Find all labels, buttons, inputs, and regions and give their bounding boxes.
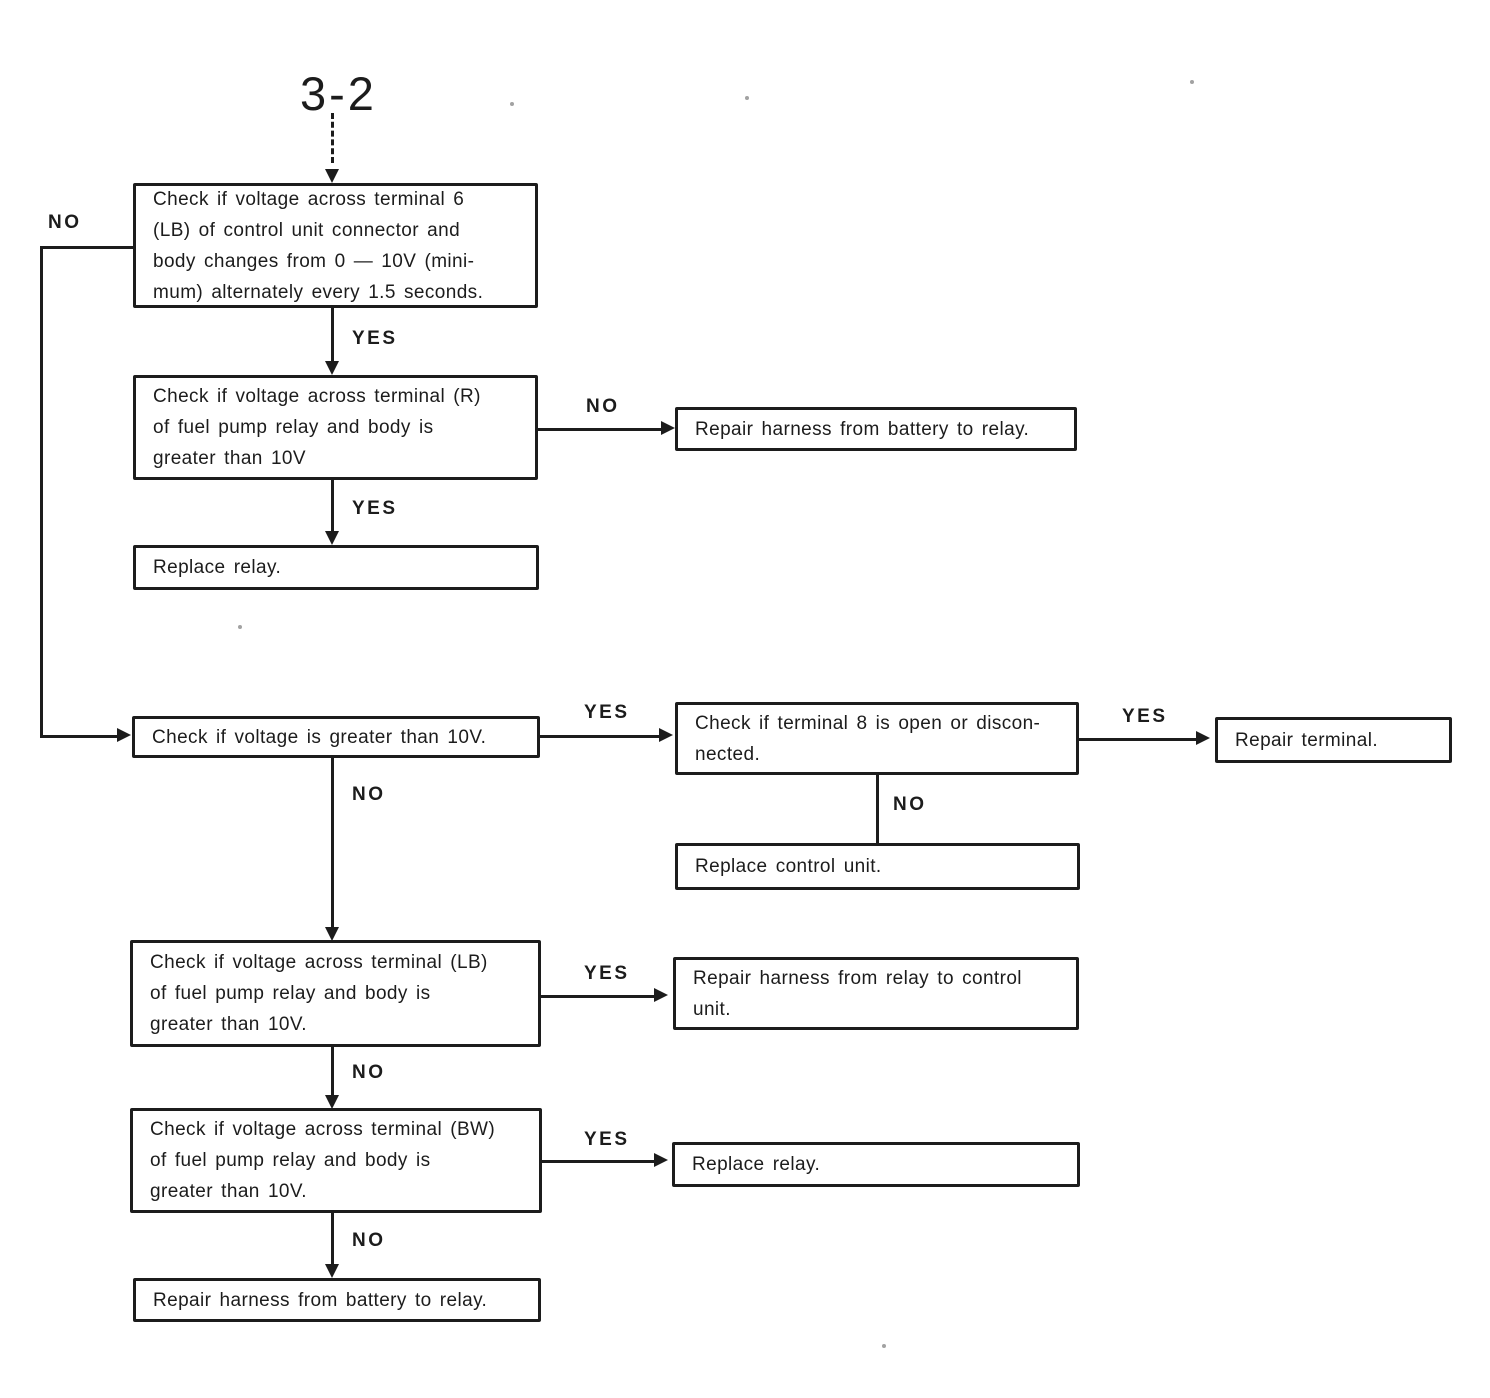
node-text: Check if voltage across terminal (R) of …	[153, 386, 481, 469]
arrowhead-right	[117, 728, 131, 742]
edge-label-yes: YES	[584, 702, 630, 723]
scan-speckle	[745, 96, 749, 100]
node-text: Replace relay.	[153, 557, 282, 578]
node-text: Check if voltage across terminal (LB) of…	[150, 952, 488, 1035]
node-replace-control-unit: Replace control unit.	[675, 843, 1080, 890]
scan-speckle	[238, 625, 242, 629]
node-text: Check if terminal 8 is open or discon- n…	[695, 712, 1041, 765]
connector-line	[538, 428, 661, 431]
arrowhead-down	[325, 169, 339, 183]
scan-speckle	[510, 102, 514, 106]
connector-line	[541, 995, 655, 998]
connector-line	[542, 1160, 655, 1163]
node-check-terminal-r-voltage: Check if voltage across terminal (R) of …	[133, 375, 538, 480]
node-check-terminal8-open: Check if terminal 8 is open or discon- n…	[675, 702, 1079, 775]
edge-label-yes: YES	[584, 1129, 630, 1150]
connector-line	[40, 246, 43, 738]
scan-speckle	[882, 1344, 886, 1348]
node-check-terminal-bw-voltage: Check if voltage across terminal (BW) of…	[130, 1108, 542, 1213]
node-check-terminal-lb-voltage: Check if voltage across terminal (LB) of…	[130, 940, 541, 1047]
connector-line	[331, 1213, 334, 1265]
node-text: Repair harness from battery to relay.	[695, 418, 1030, 440]
node-replace-relay-left: Replace relay.	[133, 545, 539, 590]
node-text: Replace relay.	[692, 1154, 821, 1175]
edge-label-yes: YES	[584, 963, 630, 984]
connector-line	[540, 735, 660, 738]
edge-label-no: NO	[352, 1062, 386, 1083]
node-text: Repair terminal.	[1235, 729, 1379, 751]
arrowhead-right	[659, 728, 673, 742]
edge-label-no: NO	[48, 212, 82, 233]
node-text: Check if voltage across terminal 6 (LB) …	[153, 188, 484, 303]
connector-line	[876, 775, 879, 843]
node-text: Repair harness from relay to control uni…	[693, 967, 1022, 1020]
edge-label-no: NO	[893, 794, 927, 815]
connector-line	[331, 480, 334, 532]
arrowhead-down	[325, 1264, 339, 1278]
connector-line	[40, 735, 118, 738]
node-repair-terminal: Repair terminal.	[1215, 717, 1452, 763]
connector-line	[1079, 738, 1197, 741]
node-text: Replace control unit.	[695, 856, 882, 877]
node-repair-harness-relay-to-control: Repair harness from relay to control uni…	[673, 957, 1079, 1030]
edge-label-no: NO	[352, 1230, 386, 1251]
edge-label-yes: YES	[352, 328, 398, 349]
node-replace-relay-right: Replace relay.	[672, 1142, 1080, 1187]
arrowhead-right	[654, 1153, 668, 1167]
scan-speckle	[1190, 80, 1194, 84]
arrowhead-right	[1196, 731, 1210, 745]
node-text: Check if voltage across terminal (BW) of…	[150, 1119, 496, 1202]
node-repair-harness-battery-relay-top: Repair harness from battery to relay.	[675, 407, 1077, 451]
arrowhead-right	[661, 421, 675, 435]
connector-line	[40, 246, 133, 249]
node-check-terminal6-voltage: Check if voltage across terminal 6 (LB) …	[133, 183, 538, 308]
arrowhead-down	[325, 927, 339, 941]
arrowhead-right	[654, 988, 668, 1002]
edge-label-no: NO	[352, 784, 386, 805]
arrowhead-down	[325, 1095, 339, 1109]
node-text: Repair harness from battery to relay.	[153, 1289, 488, 1311]
connector-line	[331, 308, 334, 362]
connector-line	[331, 758, 334, 928]
arrowhead-down	[325, 531, 339, 545]
edge-label-yes: YES	[352, 498, 398, 519]
chart-reference-label: 3-2	[300, 67, 377, 120]
edge-label-yes: YES	[1122, 706, 1168, 727]
edge-label-no: NO	[586, 396, 620, 417]
node-repair-harness-battery-relay-bottom: Repair harness from battery to relay.	[133, 1278, 541, 1322]
arrowhead-down	[325, 361, 339, 375]
node-text: Check if voltage is greater than 10V.	[152, 726, 487, 748]
connector-line	[331, 1047, 334, 1096]
start-dashed-connector	[331, 113, 334, 163]
node-check-voltage-gt-10: Check if voltage is greater than 10V.	[132, 716, 540, 758]
